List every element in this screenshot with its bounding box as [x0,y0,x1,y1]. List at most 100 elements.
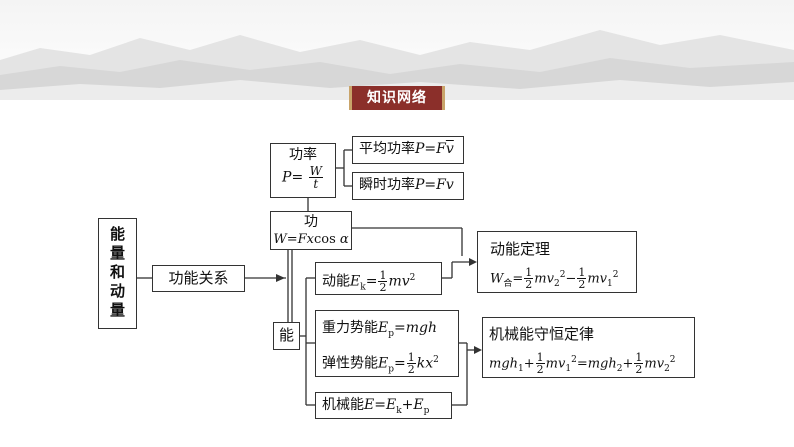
ke-minus: − [565,271,577,287]
cons-num-2: 1 [634,351,644,365]
mech-E: E [364,397,375,413]
elastic-eq: = [394,355,406,372]
kinetic-m: m [388,273,402,290]
work-title: 功 [304,214,318,230]
ke-mv-1: mv [587,271,608,287]
elastic-den: 2 [407,362,415,376]
section-badge: 知识网络 [349,86,445,110]
root-box-energy-and-momentum: 能 量 和 动 量 [98,218,137,329]
avg-power-lhs: P [415,141,425,157]
cons-mgh-1: mgh [489,356,519,372]
power-eq: = [291,169,304,185]
avg-power-F: F [436,141,446,157]
ke-theorem-title: 动能定理 [490,240,551,258]
kinetic-den: 2 [379,281,387,295]
kinetic-E: E [350,273,361,290]
inst-power-F: F [436,177,446,193]
inst-power-label: 瞬时功率 [359,177,415,193]
power-title: 功率 [289,147,317,163]
relation-box: 功能关系 [152,265,245,292]
cons-den-1: 2 [536,363,544,377]
mech-plus: + [401,397,414,413]
work-Fx: Fx [297,232,314,247]
mech-Ep: E [413,397,424,413]
power-fraction: W t [308,163,323,191]
ke-sub-2: 2 [553,278,560,289]
mech-Ek: E [385,397,397,413]
power-num: W [309,163,322,178]
gravity-label: 重力势能 [322,320,378,336]
conservation-title: 机械能守恒定律 [489,325,595,343]
cons-mgh-2: mgh [587,356,617,372]
avg-power-eq: = [424,141,437,157]
root-char: 能 [109,225,125,243]
ke-W: W [490,271,504,287]
ke-sup-2a: 2 [559,270,566,280]
kinetic-eq: = [365,273,378,290]
cons-s2a: 2 [616,363,623,374]
relation-label: 功能关系 [168,269,229,287]
inst-power-v: v [445,177,454,193]
mountain-banner [0,0,794,100]
elastic-kx: kx [416,355,434,372]
instant-power-box: 瞬时功率P=Fv [352,172,464,200]
kinetic-sup: 2 [409,273,416,283]
ke-mv-2: mv [534,271,554,287]
ke-num-1: 1 [524,266,534,280]
work-cos: cos [313,232,336,247]
work-eq: = [286,232,298,247]
power-lhs: P [282,169,292,185]
elastic-sup: 2 [433,354,439,365]
cons-mv-2: mv [644,356,665,372]
ke-sub-1: 1 [607,278,613,289]
root-char: 动 [109,282,125,300]
avg-power-v: v [445,141,454,157]
cons-mv-1: mv [545,356,566,372]
cons-num-1: 1 [535,351,545,365]
gravity-E: E [378,320,389,336]
elastic-num: 1 [406,350,416,364]
work-alpha: α [339,232,349,247]
work-W: W [273,232,287,247]
gravity-sub: p [388,328,394,339]
mech-eq: = [374,397,386,413]
gravity-rhs: =mgh [394,320,437,336]
power-box: 功率 P= W t [270,143,336,198]
ke-den-1: 2 [525,278,533,292]
energy-label: 能 [278,326,294,344]
elastic-label: 弹性势能 [322,355,378,372]
kinetic-label: 动能 [322,273,350,290]
ke-num-2: 1 [577,266,587,280]
cons-plus-1: + [523,356,535,372]
avg-power-label: 平均功率 [359,141,415,157]
mechanical-energy-box: 机械能E=Ek+Ep [315,392,452,419]
ke-den-2: 2 [578,278,586,292]
mech-Ep-sub: p [423,405,430,416]
cons-s2b: 2 [664,363,670,374]
cons-den-2: 2 [635,363,643,377]
inst-power-lhs: P [415,177,425,193]
ke-sup-2b: 2 [612,270,619,280]
power-den: t [313,176,319,191]
root-char: 量 [109,244,125,262]
cons-sup-1: 2 [571,355,577,365]
average-power-box: 平均功率P=Fv [352,136,464,164]
energy-box: 能 [273,322,300,350]
mech-Ek-sub: k [396,405,402,416]
work-box: 功 W=Fxcos α [270,211,352,250]
cons-s1a: 1 [518,363,524,374]
cons-s1b: 1 [565,363,572,374]
elastic-sub: p [388,364,394,375]
kinetic-v: v [401,273,410,290]
root-char: 量 [109,301,125,319]
cons-plus-2: + [622,356,634,372]
